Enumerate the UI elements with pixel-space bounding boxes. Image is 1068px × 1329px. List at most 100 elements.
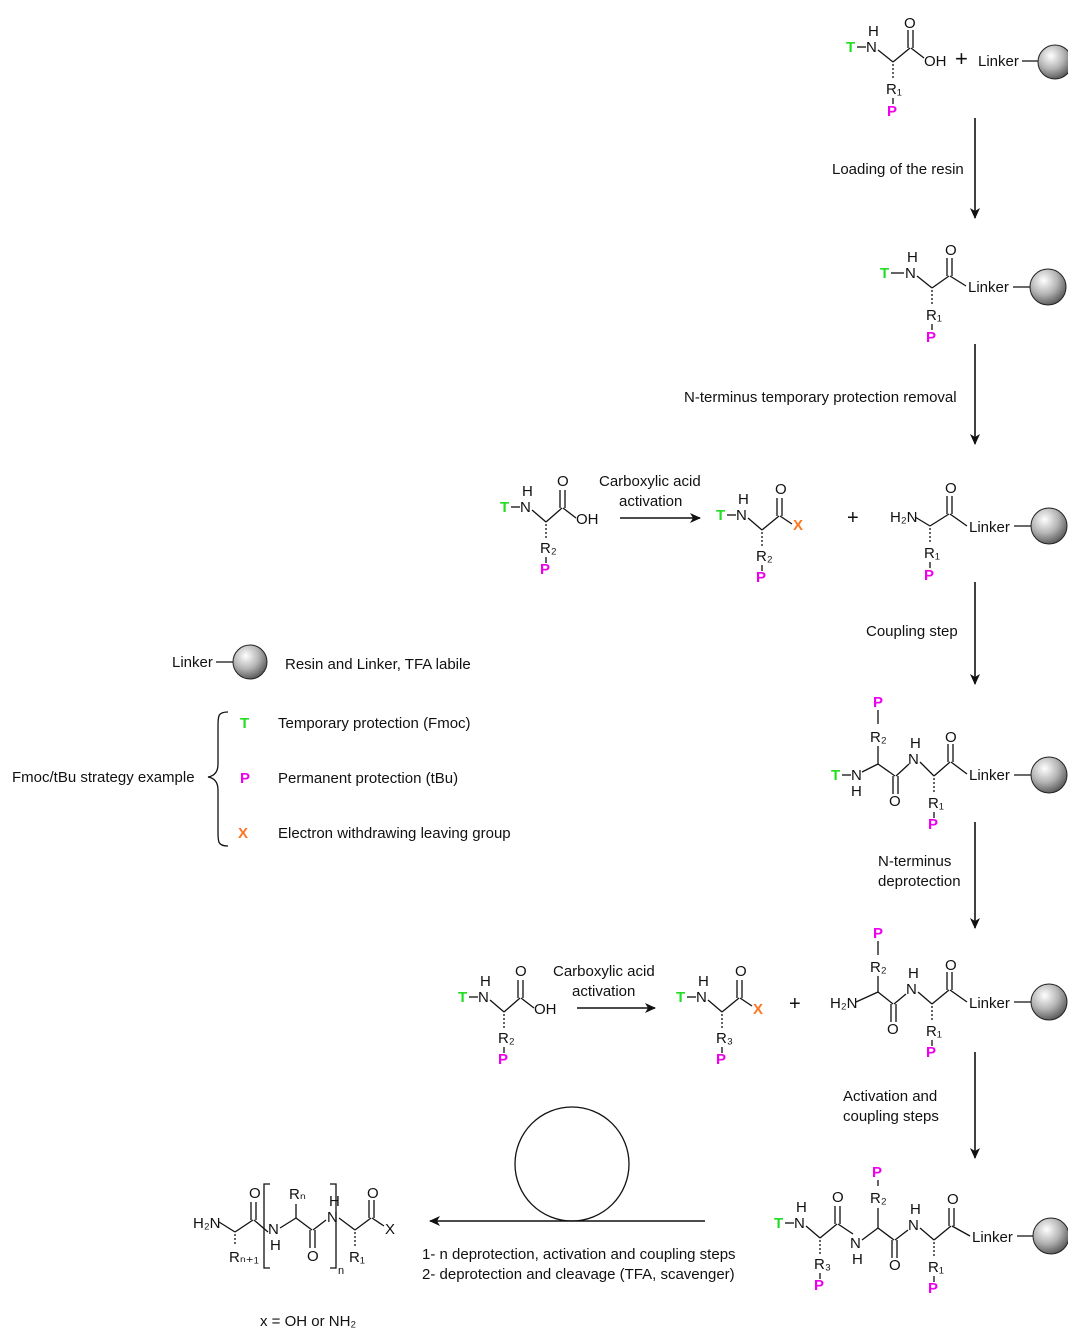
svg-text:Linker: Linker (172, 654, 213, 671)
deprotected-resin: H₂N O Linker R₁ P (890, 480, 1068, 584)
svg-text:N: N (851, 767, 862, 784)
svg-text:T: T (716, 507, 725, 524)
svg-text:R₃: R₃ (814, 1256, 831, 1273)
svg-text:H: H (907, 249, 918, 266)
permanent-group-P: P (887, 103, 897, 120)
amino-acid-2: T N H O OH R₂ P (500, 473, 599, 578)
svg-text:H: H (796, 1199, 807, 1216)
step-activation-coupling-label: coupling steps (843, 1108, 939, 1125)
svg-text:N: N (696, 989, 707, 1006)
svg-text:N: N (268, 1221, 279, 1238)
svg-text:H: H (910, 1201, 921, 1218)
final-peptide: H₂N Rₙ₊₁ O N H n Rₙ O N H R₁ O X (193, 1183, 395, 1277)
svg-text:T: T (774, 1215, 783, 1232)
svg-text:P: P (716, 1051, 726, 1068)
svg-text:O: O (887, 1021, 899, 1038)
legend-strategy-label: Fmoc/tBu strategy example (12, 769, 195, 786)
activation-label: Carboxylic acid (599, 473, 701, 490)
activated-amino-acid-2: T N H O X R₂ P (716, 481, 803, 586)
svg-text:O: O (249, 1185, 261, 1202)
bracket-right (330, 1183, 337, 1269)
svg-text:R₃: R₃ (716, 1030, 733, 1047)
legend-item-leaving: Electron withdrawing leaving group (278, 825, 511, 842)
svg-text:O: O (945, 242, 957, 259)
svg-text:H: H (852, 1251, 863, 1268)
svg-text:R₁: R₁ (928, 795, 944, 812)
svg-text:R₁: R₁ (924, 545, 940, 562)
svg-text:P: P (814, 1277, 824, 1294)
svg-text:T: T (676, 989, 685, 1006)
activated-amino-acid-3: T N H O X R₃ P (676, 963, 763, 1068)
svg-text:R₁: R₁ (926, 307, 942, 324)
svg-text:n: n (338, 1265, 344, 1277)
svg-text:T: T (458, 989, 467, 1006)
starting-amino-acid: T N H O OH R₁ P (846, 15, 947, 120)
svg-text:H: H (868, 23, 879, 40)
final-step-2-label: 2- deprotection and cleavage (TFA, scave… (422, 1266, 735, 1283)
activation-label: activation (572, 983, 635, 1000)
svg-text:P: P (873, 694, 883, 711)
svg-text:R₂: R₂ (540, 540, 557, 557)
svg-text:H: H (851, 783, 862, 800)
svg-text:O: O (557, 473, 569, 490)
svg-text:O: O (945, 480, 957, 497)
svg-text:H: H (522, 483, 533, 500)
svg-text:P: P (756, 569, 766, 586)
resin-bead-icon (1032, 1217, 1068, 1255)
final-step-1-label: 1- n deprotection, activation and coupli… (422, 1246, 736, 1263)
svg-text:P: P (498, 1051, 508, 1068)
legend: Linker Resin and Linker, TFA labile Fmoc… (12, 644, 511, 847)
svg-text:P: P (926, 1044, 936, 1061)
svg-text:N: N (327, 1209, 338, 1226)
plus-sign: + (789, 993, 801, 1015)
activation-label: activation (619, 493, 682, 510)
svg-text:O: O (775, 481, 787, 498)
tripeptide-resin: T N H O N H R₃ P R₂ P O N H O Linker (774, 1164, 1068, 1297)
svg-text:Rₙ₊₁: Rₙ₊₁ (229, 1249, 259, 1266)
svg-text:H: H (738, 491, 749, 508)
svg-text:Linker: Linker (968, 279, 1009, 296)
svg-text:O: O (889, 1257, 901, 1274)
cycle-loop-icon (514, 1106, 630, 1222)
svg-text:R₂: R₂ (870, 729, 887, 746)
resin-bead-icon (1037, 44, 1068, 80)
legend-symbol-T: T (240, 715, 249, 732)
svg-text:Linker: Linker (972, 1229, 1013, 1246)
step-n-deprotection-label: deprotection (878, 873, 961, 890)
svg-text:R₂: R₂ (870, 1190, 887, 1207)
step-coupling-label: Coupling step (866, 623, 958, 640)
resin-bead-icon (1029, 268, 1067, 306)
plus-sign: + (847, 507, 859, 529)
svg-text:O: O (947, 1191, 959, 1208)
svg-text:H: H (698, 973, 709, 990)
svg-text:Linker: Linker (969, 767, 1010, 784)
svg-text:N: N (850, 1235, 861, 1252)
svg-text:O: O (367, 1185, 379, 1202)
svg-text:N: N (908, 1217, 919, 1234)
svg-text:Linker: Linker (969, 995, 1010, 1012)
deprotected-dipeptide-resin: P R₂ H₂N O N H O Linker R₁ P (830, 925, 1068, 1061)
legend-brace (207, 711, 229, 847)
step-activation-coupling-label: Activation and (843, 1088, 937, 1105)
resin-bead-icon (232, 644, 268, 680)
footnote-x-definition: x = OH or NH₂ (260, 1313, 356, 1329)
svg-text:H₂N: H₂N (890, 509, 918, 526)
svg-text:P: P (873, 925, 883, 942)
svg-text:O: O (832, 1189, 844, 1206)
svg-text:Rₙ: Rₙ (289, 1186, 306, 1203)
svg-text:P: P (872, 1164, 882, 1181)
amino-acid-3: T N H O OH R₂ P (458, 963, 557, 1068)
svg-text:Linker: Linker (978, 53, 1019, 70)
svg-text:O: O (735, 963, 747, 980)
legend-item-temporary: Temporary protection (Fmoc) (278, 715, 471, 732)
resin-bead-icon (1030, 983, 1068, 1021)
svg-text:O: O (945, 957, 957, 974)
svg-text:H: H (480, 973, 491, 990)
linker-resin-start: Linker (978, 44, 1068, 80)
svg-text:N: N (866, 39, 877, 56)
leaving-group-X: X (793, 517, 803, 534)
svg-text:P: P (928, 816, 938, 833)
svg-text:X: X (753, 1001, 763, 1018)
svg-text:T: T (500, 499, 509, 516)
svg-text:H: H (270, 1237, 281, 1254)
